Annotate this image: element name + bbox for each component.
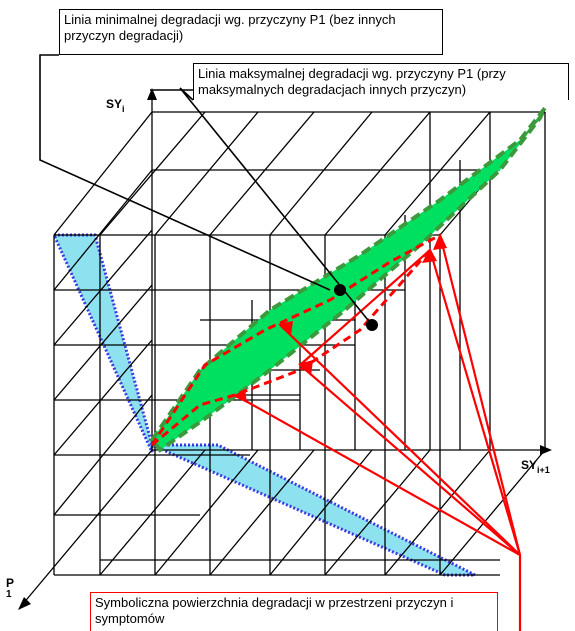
- axis-arrows: [18, 88, 552, 610]
- red-projection-lines: [234, 234, 522, 631]
- axis-label-sy-i1: SYi+1: [521, 458, 550, 475]
- axis-label-sy-i: SYi: [106, 97, 125, 114]
- axis-label-p1: P 1: [6, 577, 14, 601]
- red-arrowheads: [233, 233, 447, 403]
- blue-projection-bottom: [151, 443, 476, 577]
- callout-degradation-surface: Symboliczna powierzchnia degradacji w pr…: [90, 592, 498, 631]
- callout-max-degradation: Linia maksymalnej degradacji wg. przyczy…: [193, 63, 569, 100]
- axis-label-sy-i-base: SY: [106, 97, 123, 111]
- green-degradation-band: [149, 106, 547, 453]
- axis-label-sy-i-sub: i: [122, 104, 125, 114]
- axis-label-sy-i1-base: SY: [521, 458, 538, 472]
- min-degradation-point: [334, 284, 346, 296]
- axis-label-sy-i1-sub: i+1: [537, 465, 550, 475]
- max-degradation-point: [366, 319, 378, 331]
- callout-leaders: [39, 54, 373, 326]
- red-degradation-lines: [150, 233, 441, 447]
- axis-label-p1-sub: 1: [6, 589, 12, 600]
- callout-min-degradation: Linia minimalnej degradacji wg. przyczyn…: [59, 9, 443, 55]
- axis-label-p1-base: P: [6, 576, 15, 590]
